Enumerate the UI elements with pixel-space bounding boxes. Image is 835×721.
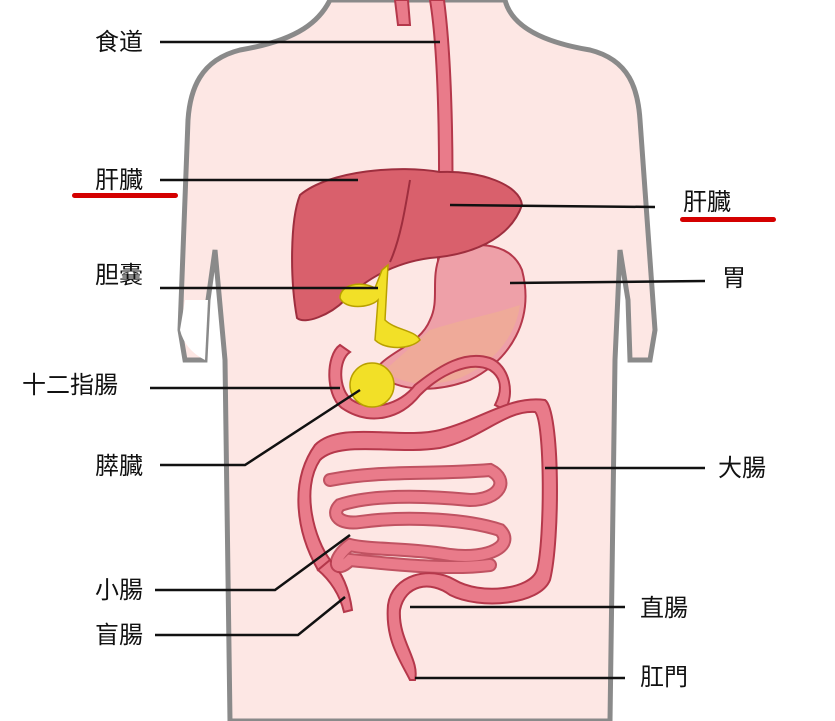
label-pancreas: 膵臓	[95, 452, 143, 480]
large-intestine-organ	[297, 398, 558, 681]
label-duodenum: 十二指腸	[22, 371, 118, 399]
label-liver-right: 肝臓	[683, 188, 731, 216]
label-stomach: 胃	[722, 264, 746, 292]
liver-organ	[291, 168, 524, 322]
highlight-underline-left	[72, 193, 178, 198]
pancreas-organ	[349, 362, 395, 408]
label-large-intestine: 大腸	[718, 454, 766, 482]
leader-lines	[150, 40, 706, 680]
label-rectum: 直腸	[640, 594, 688, 622]
label-small-intestine: 小腸	[95, 576, 143, 604]
label-anus: 肛門	[640, 663, 688, 691]
gallbladder-organ	[339, 263, 421, 349]
label-gallbladder: 胆嚢	[95, 261, 143, 289]
label-esophagus: 食道	[95, 28, 143, 56]
arm-gap-left	[180, 300, 208, 360]
label-cecum: 盲腸	[95, 621, 143, 649]
label-liver-left: 肝臓	[95, 166, 143, 194]
highlight-underline-right	[680, 217, 776, 222]
stomach-inner	[385, 305, 520, 384]
